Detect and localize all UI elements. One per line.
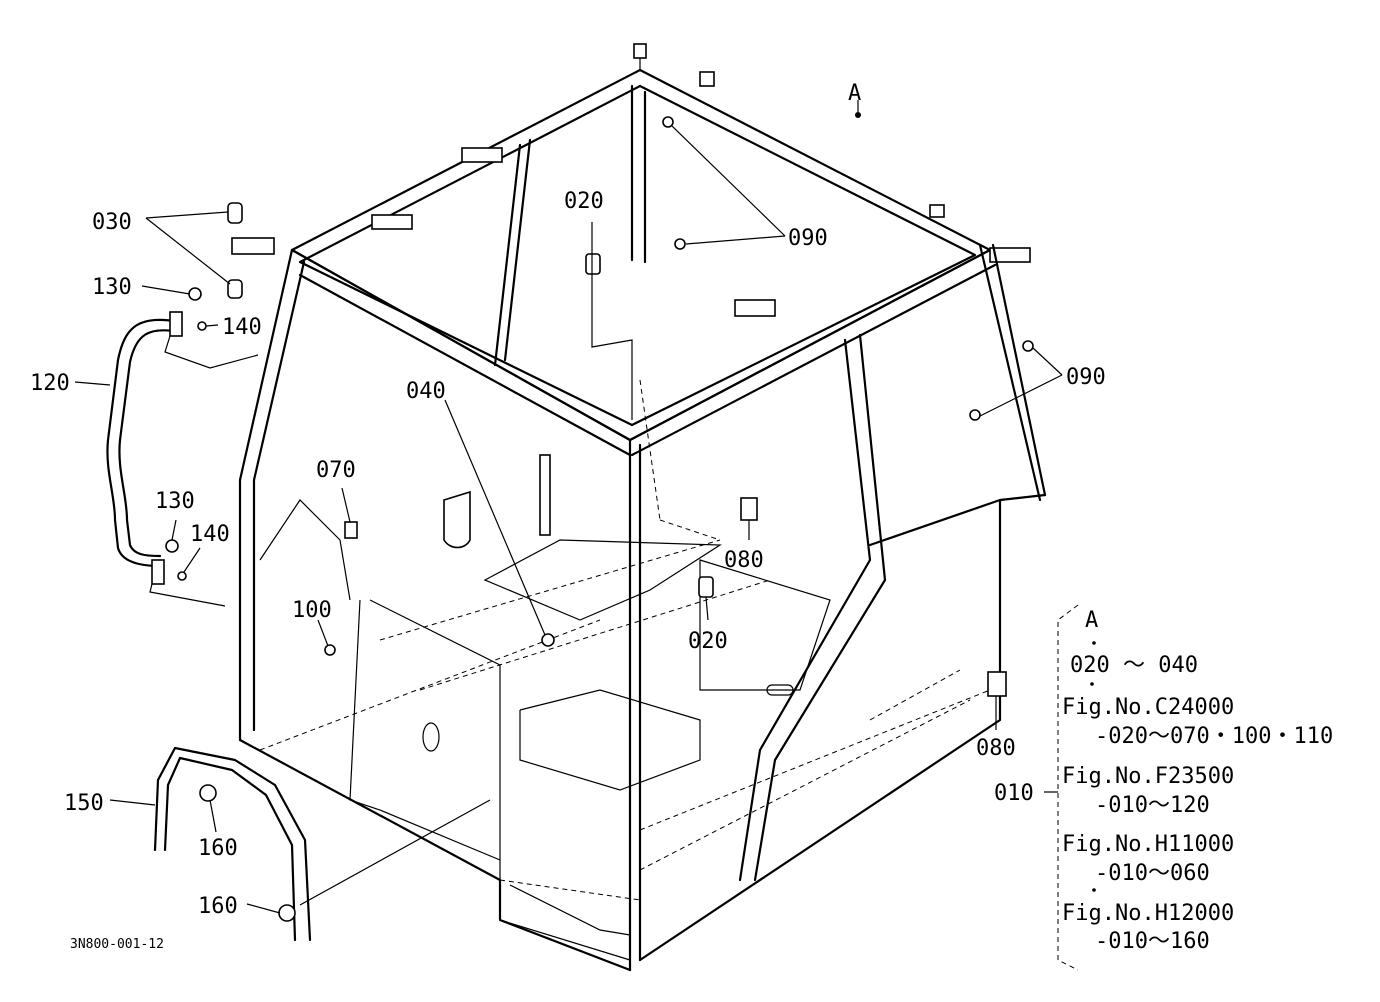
ref-range-4: -010～160 (1095, 929, 1210, 954)
callout-labels: 030 130 140 120 130 140 150 160 160 070 … (30, 81, 1106, 919)
callout-140-lower: 140 (190, 522, 230, 547)
callout-100: 100 (292, 598, 332, 623)
callout-150: 150 (64, 791, 104, 816)
part-160-lower (278, 904, 296, 922)
part-030-lower (227, 279, 243, 299)
callout-140-upper: 140 (222, 315, 262, 340)
part-080-upper (740, 497, 758, 521)
leader-lines (74, 100, 1063, 914)
callout-070: 070 (316, 458, 356, 483)
callout-020-upper: 020 (564, 189, 604, 214)
ref-range-2: -010～120 (1095, 793, 1210, 818)
part-100 (324, 644, 336, 656)
ref-fig-3: Fig.No.H11000 (1062, 832, 1234, 857)
ref-fig-1: Fig.No.C24000 (1062, 695, 1234, 720)
part-020-upper (585, 253, 601, 275)
part-020-lower (698, 576, 714, 598)
callout-030: 030 (92, 210, 132, 235)
callout-090-upper: 090 (788, 226, 828, 251)
callout-090-right: 090 (1066, 365, 1106, 390)
part-140-lower (177, 571, 187, 581)
part-130-upper (188, 287, 202, 301)
ref-fig-2: Fig.No.F23500 (1062, 764, 1234, 789)
callout-A: A (848, 81, 861, 106)
part-120-handrail (106, 318, 182, 568)
part-160-upper (199, 784, 217, 802)
cab-pillars (238, 84, 1047, 972)
reference-panel: A 020 ～ 040 Fig.No.C24000 -020～070・100・1… (1044, 604, 1333, 971)
callout-130-lower: 130 (155, 489, 195, 514)
part-090-c (1022, 340, 1034, 352)
part-150-bracket (153, 746, 312, 942)
ref-range-1: -020～070・100・110 (1095, 724, 1333, 749)
parts (106, 116, 1034, 942)
callout-020-lower: 020 (688, 629, 728, 654)
part-080-lower (987, 671, 1007, 697)
part-030-upper (227, 202, 243, 224)
cab-roof-frame (231, 43, 1031, 457)
part-070 (344, 521, 358, 539)
callout-130-upper: 130 (92, 275, 132, 300)
cab-lower-body (238, 379, 1047, 972)
part-090-b (674, 238, 686, 250)
part-090-a (662, 116, 674, 128)
part-130-lower (165, 539, 179, 553)
callout-080-upper: 080 (724, 548, 764, 573)
callout-010: 010 (994, 781, 1034, 806)
ref-range-3: -010～060 (1095, 861, 1210, 886)
callout-040: 040 (406, 379, 446, 404)
ref-range-main: 020 ～ 040 (1070, 653, 1198, 678)
ref-header: A (1085, 608, 1098, 633)
ref-fig-4: Fig.No.H12000 (1062, 901, 1234, 926)
part-090-d (969, 409, 981, 421)
callout-160-lower: 160 (198, 894, 238, 919)
callout-120: 120 (30, 371, 70, 396)
drawing-code: 3N800-001-12 (70, 937, 164, 952)
callout-080-lower: 080 (976, 736, 1016, 761)
part-140-upper (197, 321, 207, 331)
callout-160-upper: 160 (198, 836, 238, 861)
part-040 (541, 633, 555, 647)
